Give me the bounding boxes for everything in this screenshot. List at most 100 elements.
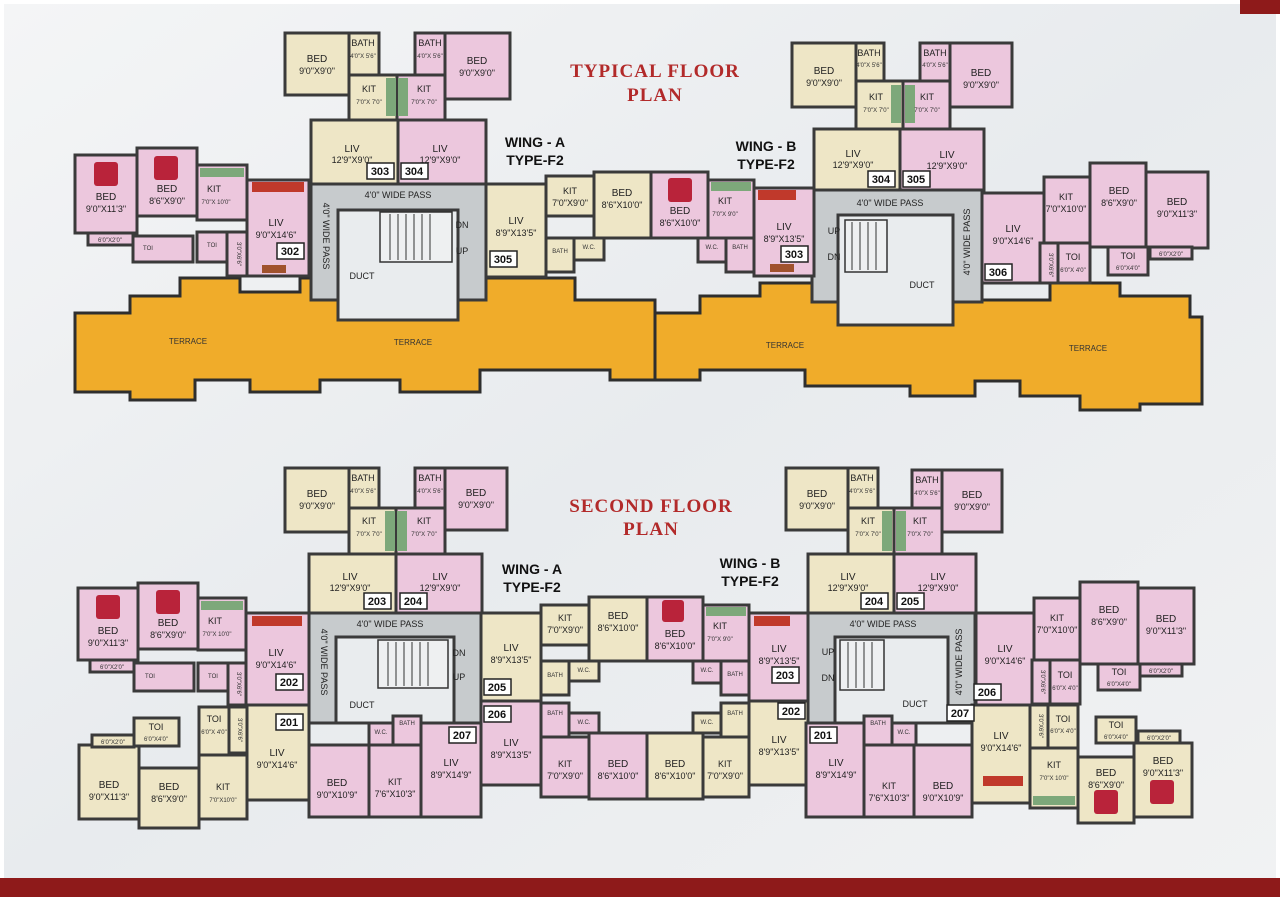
room-label: BED: [307, 54, 328, 65]
duct-label: DUCT: [350, 271, 375, 281]
kitchen-platform: [905, 85, 915, 123]
room-bed: [790, 41, 858, 109]
stair-dn-label: DN: [828, 252, 841, 262]
room-label: TOI: [1121, 251, 1136, 261]
room-label: BATH: [727, 711, 743, 717]
room-dims: 3'0"X6'6": [235, 672, 241, 696]
room-label: BATH: [547, 711, 563, 717]
room-bath: [391, 714, 423, 747]
room-label: BED: [467, 56, 488, 67]
room-dims: 7'0"X 7'0": [411, 532, 437, 538]
passage-label: 4'0" WIDE PASS: [857, 198, 924, 208]
room-dims: 7'0"X 7'0": [863, 108, 889, 114]
room-label: LIV: [771, 735, 786, 746]
room-dims: 9'0"X9'0": [806, 78, 842, 88]
room-label: LIV: [771, 644, 786, 655]
room-bed: [645, 731, 705, 801]
unit-number-box: [366, 162, 395, 180]
room-bed: [1088, 161, 1148, 249]
room-living: [970, 703, 1032, 805]
room-dims: 6'0"X 4'0": [1060, 268, 1086, 274]
room-bed: [592, 170, 653, 240]
room-label: BED: [327, 778, 348, 789]
room-label: BED: [962, 490, 983, 501]
room-label: BATH: [923, 48, 946, 58]
wing-a-label: WING - A: [505, 134, 565, 150]
room-dims: 7'0"X 7'0": [907, 532, 933, 538]
room-label: TOI: [1112, 667, 1127, 677]
room-label: BED: [1153, 756, 1174, 767]
stair-up-label: UP: [456, 246, 469, 256]
balcony: [88, 658, 136, 674]
tv-unit: [770, 264, 794, 272]
room-dims: 12'9"X9'0": [833, 160, 874, 170]
room-toilet: [1048, 658, 1082, 706]
wing-b-label: WING - B: [720, 555, 781, 571]
balcony: [86, 231, 135, 247]
wing-b-type: TYPE-F2: [737, 156, 795, 172]
room-toilet: [132, 661, 196, 693]
room-label: W.C.: [706, 245, 719, 251]
room-dims: 9'0"X9'0": [954, 502, 990, 512]
room-toilet: [132, 716, 181, 748]
room-label: BED: [612, 188, 633, 199]
unit-number-box: [860, 592, 889, 610]
room-bath: [719, 701, 751, 739]
unit-number-box: [771, 666, 800, 684]
room-label: KIT: [558, 759, 573, 769]
room-dims: 9'0"X11'3": [1143, 768, 1183, 778]
room-label: BED: [971, 68, 992, 79]
room-kitchen: [197, 753, 249, 821]
room-label: BED: [1156, 614, 1177, 625]
room-label: BED: [933, 781, 954, 792]
room-living: [747, 611, 810, 703]
terrace-label: TERRACE: [766, 341, 804, 350]
kitchen-platform: [201, 601, 243, 610]
room-label: BED: [1109, 186, 1130, 197]
bed-furniture: [662, 600, 684, 622]
room-dims: 7'0"X10'0": [209, 798, 236, 804]
room-label: BED: [814, 66, 835, 77]
room-dims: 9'0"X10'9": [923, 793, 964, 803]
passage-label-vertical: 4'0" WIDE PASS: [962, 209, 972, 276]
room-label: BATH: [547, 673, 563, 679]
room-dims: 6'0"X2'0": [1159, 252, 1183, 258]
room-dims: 8'6"X9'0": [149, 196, 185, 206]
room-dims: 7'0"X 10'0": [202, 200, 231, 206]
room-label: TOI: [149, 722, 164, 732]
room-dims: 8'9"X13'5": [759, 747, 800, 757]
room-label: W.C.: [583, 245, 596, 251]
room-dims: 9'0"X9'0": [963, 80, 999, 90]
room-dims: 9'0"X14'6": [985, 656, 1026, 666]
room-toilet: [131, 234, 195, 264]
unit-number: 206: [488, 709, 506, 721]
room-label: BATH: [399, 721, 415, 727]
room-dims: 8'6"X10'0": [655, 771, 696, 781]
room-dims: 8'9"X13'5": [759, 656, 800, 666]
unit-number: 305: [494, 254, 512, 266]
room-label: KIT: [208, 616, 223, 626]
kitchen-platform: [397, 511, 407, 551]
room-label: BATH: [850, 473, 873, 483]
room-label: BED: [158, 618, 179, 629]
unit-number: 304: [405, 166, 424, 178]
room-label: KIT: [207, 184, 222, 194]
room-label: TOI: [143, 246, 153, 252]
room-label: KIT: [718, 196, 733, 206]
room-bath: [347, 466, 381, 510]
unit-number: 205: [901, 596, 919, 608]
sofa: [754, 616, 790, 626]
room-dims: 8'6"X10'0": [602, 200, 643, 210]
room-dims: 9'0"X9'0": [299, 501, 335, 511]
unit-number: 201: [814, 730, 832, 742]
room-label: LIV: [268, 218, 283, 229]
room-toilet: [195, 230, 229, 264]
room-dims: 9'0"X9'0": [458, 500, 494, 510]
room-wc: [567, 659, 601, 683]
typical-floor-title-line2: PLAN: [627, 85, 683, 106]
room-wc: [890, 721, 918, 747]
room-bath: [862, 714, 894, 747]
room-label: KIT: [913, 516, 928, 526]
